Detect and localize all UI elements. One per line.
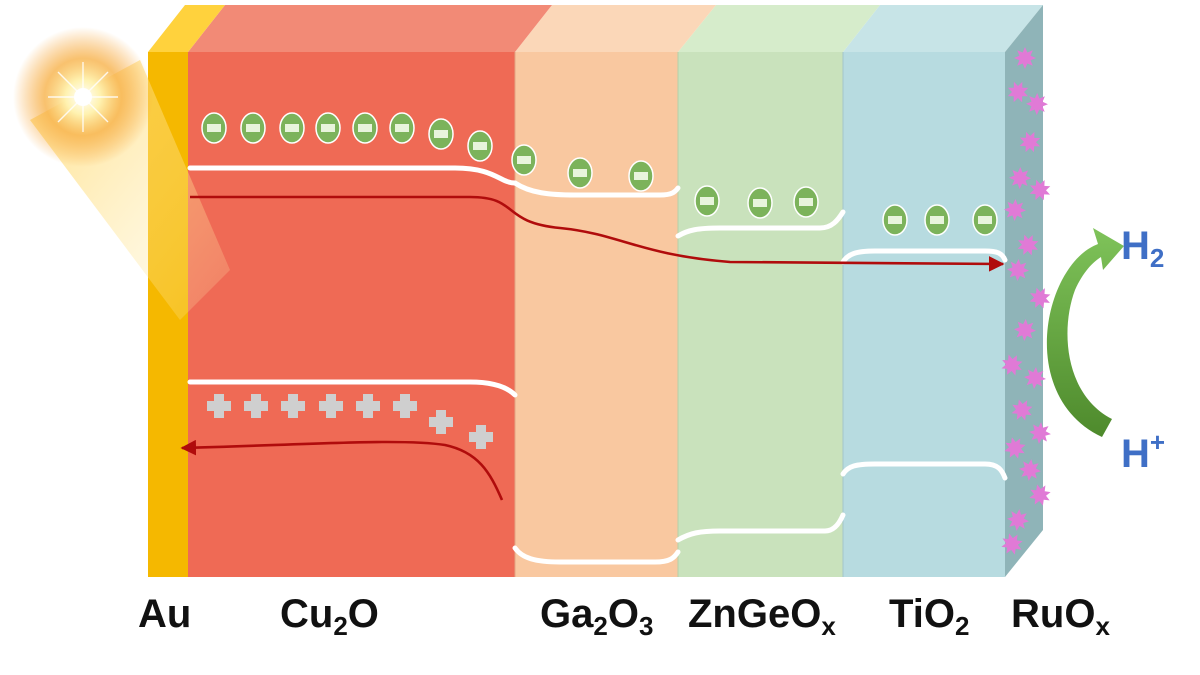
electron-icon bbox=[467, 130, 493, 162]
electron-icon bbox=[882, 204, 908, 236]
cu2o-valence-band bbox=[187, 379, 518, 398]
label-cu2o: Cu2O bbox=[280, 592, 379, 641]
electron-icon bbox=[315, 112, 341, 144]
hole-icon bbox=[281, 394, 305, 418]
electron-icon bbox=[240, 112, 266, 144]
catalyst-particle-icon bbox=[1029, 179, 1051, 201]
hole-icon bbox=[244, 394, 268, 418]
ga2o3-conduction-band bbox=[512, 180, 681, 198]
ga2o3-layer bbox=[515, 52, 678, 577]
catalyst-particle-icon bbox=[1004, 199, 1026, 221]
cu2o-layer bbox=[188, 52, 515, 577]
electron-icon bbox=[201, 112, 227, 144]
catalyst-particle-icon bbox=[1011, 399, 1033, 421]
layer-front-faces bbox=[148, 52, 1005, 577]
tio2-layer bbox=[843, 52, 1005, 577]
tio2-top bbox=[843, 5, 1043, 52]
label-tio2: TiO2 bbox=[889, 592, 970, 641]
catalyst-particle-icon bbox=[1001, 354, 1023, 376]
catalyst-particle-icon bbox=[1019, 459, 1041, 481]
label-zngeox: ZnGeOx bbox=[688, 592, 836, 641]
catalyst-particle-icon bbox=[1007, 259, 1029, 281]
electron-icon bbox=[389, 112, 415, 144]
zngeox-conduction-band bbox=[675, 209, 846, 239]
catalyst-particle-icon bbox=[1004, 437, 1026, 459]
electron-icon bbox=[972, 204, 998, 236]
ga2o3-valence-band bbox=[512, 545, 681, 565]
electron-icon bbox=[428, 118, 454, 150]
hole-icon bbox=[393, 394, 417, 418]
catalyst-particle-icon bbox=[1017, 234, 1039, 256]
zngeox-valence-band bbox=[675, 512, 846, 543]
catalyst-particle-icon bbox=[1007, 509, 1029, 531]
tio2-valence-band bbox=[840, 461, 1008, 481]
catalyst-particle-icon bbox=[1026, 93, 1048, 115]
hole-icon bbox=[319, 394, 343, 418]
catalyst-particle-icon bbox=[1029, 484, 1051, 506]
electron-icon bbox=[511, 144, 537, 176]
electron-icon bbox=[567, 157, 593, 189]
catalyst-particle-icon bbox=[1007, 81, 1029, 103]
electrons bbox=[201, 112, 998, 236]
zngeox-layer bbox=[678, 52, 843, 577]
electron-flow-arrow bbox=[190, 195, 1005, 272]
catalyst-particle-icon bbox=[1001, 533, 1023, 555]
band-edges bbox=[187, 165, 1008, 565]
cu2o-top bbox=[188, 5, 552, 52]
hole-icon bbox=[207, 394, 231, 418]
hole-icon bbox=[469, 425, 493, 449]
ga2o3-top bbox=[515, 5, 716, 52]
layer-top-faces bbox=[148, 5, 1043, 52]
label-ruox: RuOx bbox=[1011, 592, 1110, 641]
electron-icon bbox=[628, 160, 654, 192]
label-h2: H2 bbox=[1121, 224, 1165, 273]
catalyst-particle-icon bbox=[1019, 131, 1041, 153]
label-hplus: H+ bbox=[1121, 427, 1166, 476]
catalyst-particle-icon bbox=[1014, 47, 1036, 69]
hole-icon bbox=[429, 410, 453, 434]
label-au: Au bbox=[138, 592, 192, 636]
label-ga2o3: Ga2O3 bbox=[540, 592, 654, 641]
electron-icon bbox=[279, 112, 305, 144]
electron-icon bbox=[924, 204, 950, 236]
hole-icon bbox=[356, 394, 380, 418]
zngeox-top bbox=[678, 5, 880, 52]
catalyst-particle-icon bbox=[1014, 319, 1036, 341]
electron-icon bbox=[747, 187, 773, 219]
catalyst-particles bbox=[1001, 47, 1051, 555]
holes bbox=[207, 394, 493, 449]
tio2-conduction-band bbox=[840, 248, 1008, 265]
cu2o-conduction-band bbox=[187, 165, 518, 186]
reaction-arrow bbox=[1046, 228, 1124, 437]
sun-icon bbox=[13, 27, 153, 167]
electron-icon bbox=[352, 112, 378, 144]
electron-icon bbox=[793, 186, 819, 218]
catalyst-particle-icon bbox=[1029, 287, 1051, 309]
au-top bbox=[148, 5, 225, 52]
catalyst-particle-icon bbox=[1029, 422, 1051, 444]
hole-flow-arrow bbox=[180, 439, 504, 501]
electron-icon bbox=[694, 185, 720, 217]
catalyst-particle-icon bbox=[1009, 167, 1031, 189]
catalyst-particle-icon bbox=[1024, 367, 1046, 389]
